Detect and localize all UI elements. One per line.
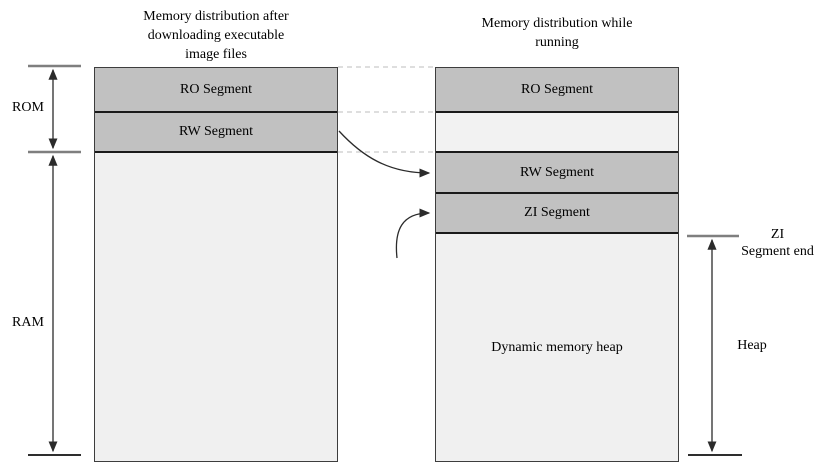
segment-ro-right: RO Segment: [436, 68, 678, 113]
segment-rw-left: RW Segment: [95, 113, 337, 153]
segment-free-ram: [95, 153, 337, 461]
title-line: running: [535, 35, 579, 50]
segment-dynamic-heap: Dynamic memory heap: [436, 234, 678, 461]
column-after-download: RO Segment RW Segment: [94, 67, 338, 462]
rom-label: ROM: [12, 100, 44, 115]
segment-ro-left: RO Segment: [95, 68, 337, 113]
segment-label: ZI Segment: [524, 205, 590, 220]
title-line: Memory distribution after: [143, 9, 289, 24]
heap-label: Heap: [737, 338, 767, 353]
zi-end-line: Segment end: [741, 244, 814, 259]
zi-end-line: ZI: [770, 227, 785, 242]
title-line: downloading executable: [147, 28, 285, 43]
title-line: image files: [185, 47, 247, 62]
ram-label: RAM: [12, 315, 44, 330]
left-column-title: Memory distribution after downloading ex…: [106, 7, 326, 64]
zi-creation-arrow: [395, 208, 431, 259]
segment-label: Dynamic memory heap: [491, 339, 623, 355]
rw-relocation-arrow: [338, 130, 431, 178]
segment-zi: ZI Segment: [436, 194, 678, 234]
segment-label: RO Segment: [180, 81, 252, 97]
segment-rw-right: RW Segment: [436, 153, 678, 194]
zi-segment-end-label: ZI Segment end: [726, 226, 829, 260]
segment-label: RW Segment: [519, 164, 595, 180]
segment-label: RO Segment: [521, 81, 593, 97]
column-while-running: RO Segment RW Segment ZI Segment Dynamic…: [435, 67, 679, 462]
right-column-title: Memory distribution while running: [447, 14, 667, 52]
title-line: Memory distribution while: [481, 16, 633, 31]
segment-gap: [436, 113, 678, 153]
segment-label: RW Segment: [178, 124, 254, 139]
